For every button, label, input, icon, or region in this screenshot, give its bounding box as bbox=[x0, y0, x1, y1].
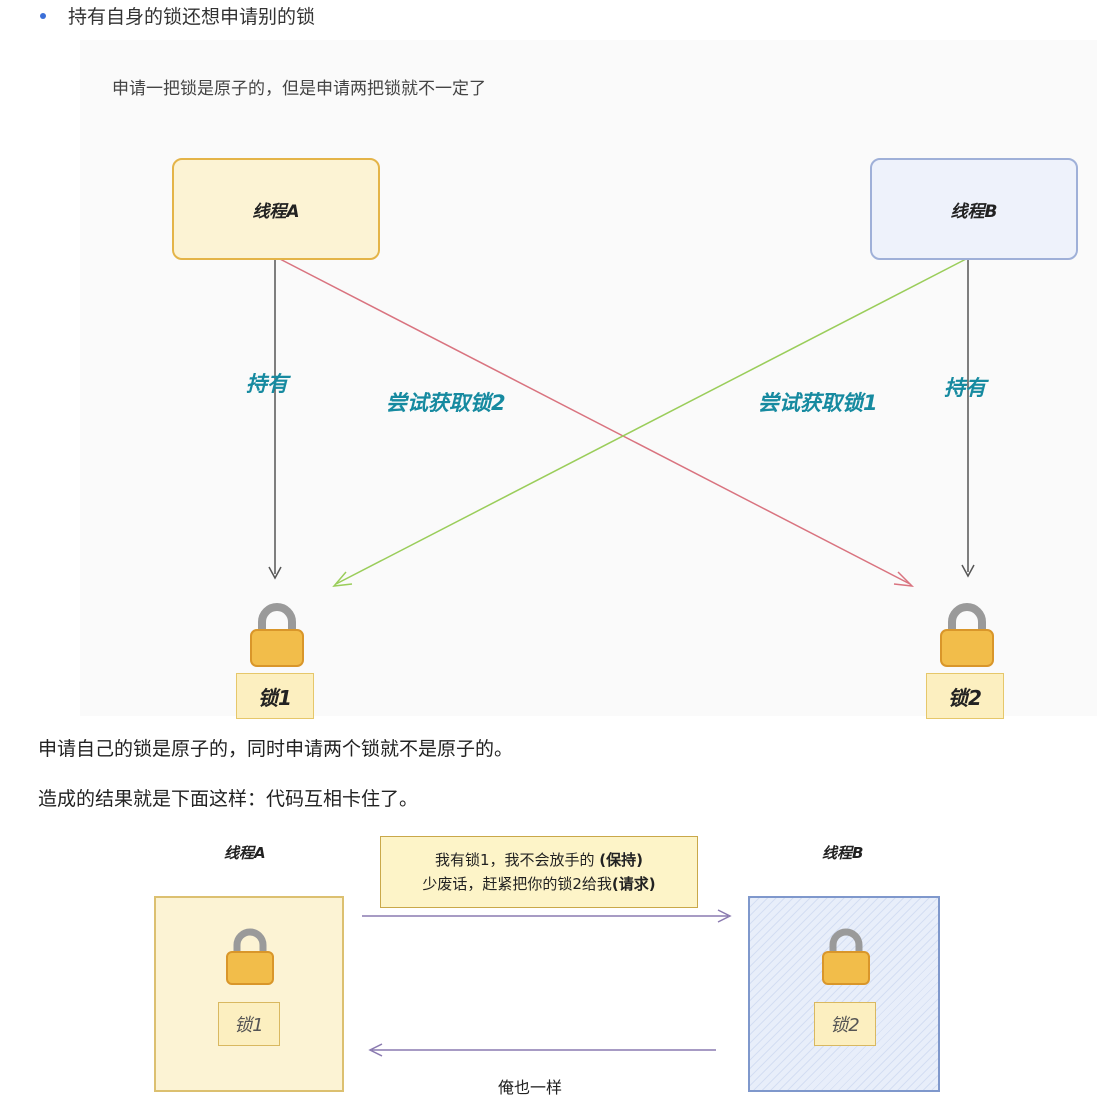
paragraph-atomic: 申请自己的锁是原子的，同时申请两个锁就不是原子的。 bbox=[38, 738, 514, 760]
request-arrow-right-head bbox=[717, 909, 732, 923]
hold-label-left: 持有 bbox=[246, 372, 288, 396]
request-arrow-a bbox=[277, 257, 911, 585]
padlock-icon bbox=[940, 603, 994, 667]
request-arrow-b-head bbox=[332, 571, 353, 587]
deadlock-diagram: 申请一把锁是原子的，但是申请两把锁就不一定了 线程A 线程B 持有 尝试获取锁2… bbox=[80, 40, 1097, 719]
hold-arrow-a-head bbox=[268, 566, 282, 580]
diagram-caption: 申请一把锁是原子的，但是申请两把锁就不一定了 bbox=[112, 79, 486, 99]
speech-bubble: 我有锁1，我不会放手的 (保持) 少废话，赶紧把你的锁2给我(请求) bbox=[380, 836, 698, 908]
hold-arrow-b-head bbox=[961, 564, 975, 578]
try-lock1-label: 尝试获取锁1 bbox=[758, 391, 878, 415]
thread-b-container: 锁2 bbox=[748, 896, 940, 1092]
request-arrow-a-head bbox=[893, 571, 915, 587]
reply-arrow-left-head bbox=[368, 1043, 383, 1057]
lock2-tag: 锁2 bbox=[814, 1002, 876, 1046]
thread-b-label: 线程B bbox=[822, 844, 864, 862]
speech-line-2: 少废话，赶紧把你的锁2给我(请求) bbox=[422, 875, 656, 893]
thread-a-box: 线程A bbox=[172, 158, 380, 260]
lock2-label: 锁2 bbox=[926, 673, 1004, 719]
request-arrow-b bbox=[335, 257, 969, 585]
reply-text: 俺也一样 bbox=[498, 1078, 563, 1097]
diagram-arrows bbox=[268, 257, 975, 587]
deadlock-dialogue-diagram: 线程A 线程B 我有锁1，我不会放手的 (保持) 少废话，赶紧把你的锁2给我(请… bbox=[142, 820, 992, 1114]
bullet-item: 持有自身的锁还想申请别的锁 bbox=[40, 2, 315, 29]
try-lock2-label: 尝试获取锁2 bbox=[386, 391, 506, 415]
hold-label-right: 持有 bbox=[944, 376, 986, 400]
thread-b-box: 线程B bbox=[870, 158, 1078, 260]
thread-a-label: 线程A bbox=[224, 844, 266, 862]
thread-a-container: 锁1 bbox=[154, 896, 344, 1092]
lock1-tag: 锁1 bbox=[218, 1002, 280, 1046]
paragraph-result: 造成的结果就是下面这样：代码互相卡住了。 bbox=[38, 788, 419, 810]
bullet-dot bbox=[40, 12, 46, 19]
bullet-text: 持有自身的锁还想申请别的锁 bbox=[68, 6, 316, 28]
speech-line-1: 我有锁1，我不会放手的 (保持) bbox=[434, 851, 644, 869]
padlock-icon bbox=[250, 603, 304, 667]
dialogue-arrows bbox=[362, 909, 732, 1057]
padlock-icon bbox=[822, 928, 870, 985]
lock1-label: 锁1 bbox=[236, 673, 314, 719]
padlock-icon bbox=[226, 928, 274, 985]
